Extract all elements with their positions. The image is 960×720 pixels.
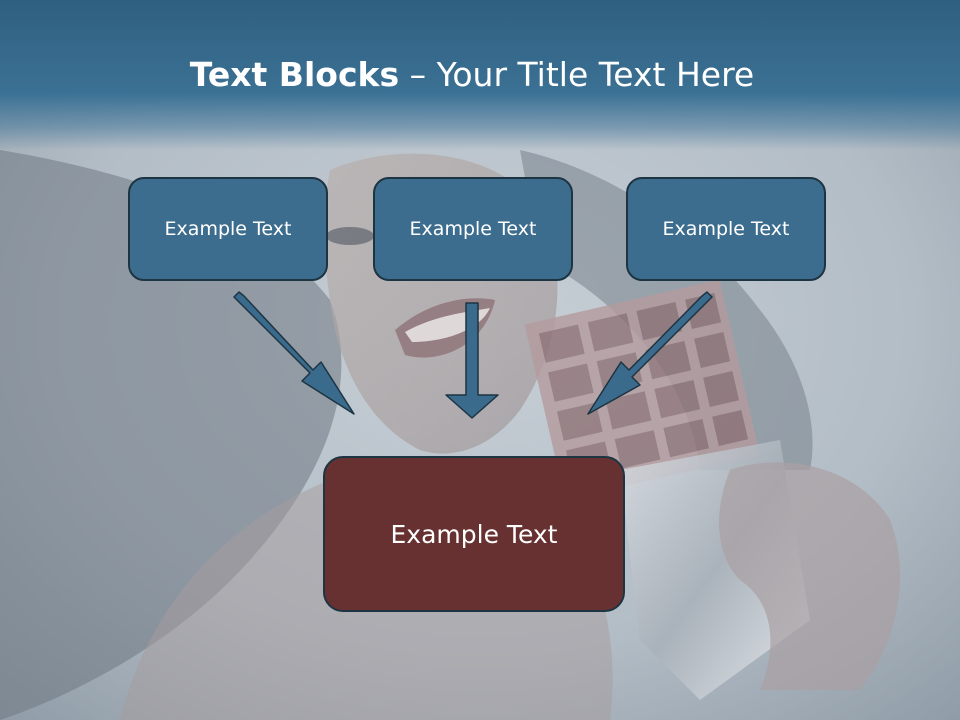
title-bold: Text Blocks xyxy=(189,55,400,94)
text-block-2[interactable]: Example Text xyxy=(373,177,573,281)
header-band xyxy=(0,0,960,150)
title-separator: – xyxy=(409,55,427,94)
arrow-down-left-icon xyxy=(587,291,713,415)
title-rest: Your Title Text Here xyxy=(436,55,755,94)
text-block-1[interactable]: Example Text xyxy=(128,177,328,281)
arrow-down-icon xyxy=(445,302,499,419)
page-title: Text Blocks – Your Title Text Here xyxy=(0,52,944,98)
arrow-down-right-icon xyxy=(233,291,355,415)
target-block[interactable]: Example Text xyxy=(323,456,625,612)
text-block-3[interactable]: Example Text xyxy=(626,177,826,281)
